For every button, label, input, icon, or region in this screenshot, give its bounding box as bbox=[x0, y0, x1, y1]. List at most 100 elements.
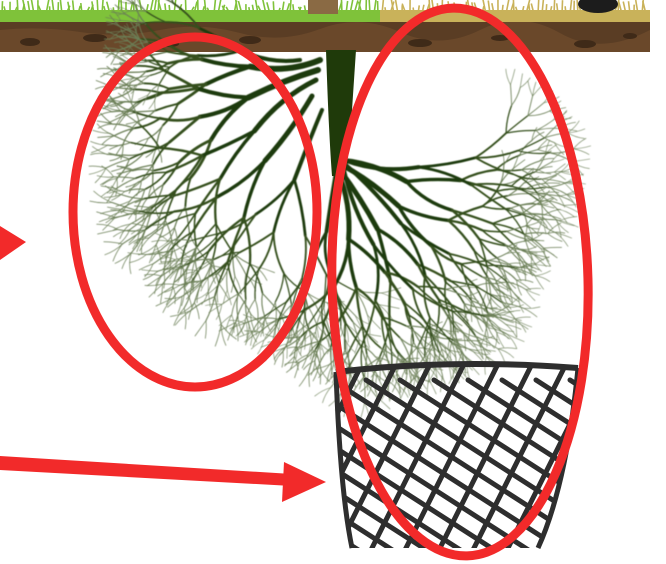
mesh-strand bbox=[60, 360, 160, 560]
root-branch bbox=[149, 100, 155, 109]
grass-blade bbox=[165, 3, 166, 14]
grass-blade bbox=[17, 0, 18, 14]
root-branch bbox=[494, 316, 513, 323]
root-branch bbox=[103, 105, 120, 110]
grass-blade bbox=[273, 1, 274, 14]
root-branch bbox=[299, 371, 309, 386]
root-branch bbox=[114, 128, 134, 136]
grass-blade bbox=[565, 6, 566, 14]
root-branch bbox=[554, 164, 565, 172]
root-branch bbox=[497, 191, 520, 205]
root-branch bbox=[538, 140, 547, 150]
root-branch bbox=[108, 143, 131, 146]
root-branch bbox=[516, 320, 526, 333]
root-branch bbox=[274, 232, 284, 273]
root-branch bbox=[152, 240, 169, 241]
root-branch bbox=[257, 318, 278, 319]
root-branch bbox=[149, 224, 168, 238]
root-branch bbox=[535, 265, 550, 267]
root-branch bbox=[360, 402, 364, 419]
root-branch bbox=[170, 311, 190, 317]
root-branch bbox=[476, 336, 493, 341]
root-branch bbox=[98, 112, 112, 116]
grass-blade bbox=[341, 0, 342, 14]
root-branch bbox=[574, 146, 591, 149]
root-branch bbox=[536, 220, 555, 233]
mesh-strand bbox=[502, 380, 666, 560]
root-branch bbox=[219, 214, 256, 233]
root-branch bbox=[126, 182, 138, 187]
grass-blade bbox=[577, 0, 578, 14]
root-branch bbox=[238, 318, 244, 335]
root-branch bbox=[205, 321, 206, 339]
root-branch bbox=[349, 239, 357, 288]
root-branch bbox=[89, 166, 106, 168]
grass-blade bbox=[290, 0, 291, 14]
grass-blade bbox=[562, 0, 563, 14]
root-branch bbox=[195, 321, 206, 336]
grass-blade bbox=[369, 0, 370, 14]
grass-blade bbox=[413, 8, 414, 14]
root-branch bbox=[274, 180, 295, 233]
grass-blade bbox=[538, 0, 539, 14]
root-branch bbox=[419, 158, 476, 167]
root-branch bbox=[574, 149, 590, 155]
mesh-strand bbox=[162, 360, 262, 560]
root-branch bbox=[498, 348, 517, 349]
root-branch bbox=[91, 145, 107, 152]
root-branch bbox=[275, 273, 284, 302]
root-branch bbox=[407, 179, 461, 181]
grass-blade bbox=[546, 4, 547, 14]
root-branch bbox=[373, 244, 378, 300]
root-branch bbox=[544, 247, 562, 248]
root-branch bbox=[419, 167, 471, 185]
root-branch bbox=[149, 284, 163, 297]
root-branch bbox=[197, 88, 248, 97]
root-branch bbox=[200, 98, 249, 117]
mesh-strand bbox=[570, 380, 666, 560]
root-branch bbox=[309, 371, 310, 386]
root-branch bbox=[130, 255, 147, 263]
grass-blade bbox=[249, 7, 250, 14]
root-branch bbox=[320, 370, 321, 385]
root-branch bbox=[528, 81, 533, 96]
root-branch bbox=[507, 297, 519, 307]
root-branch bbox=[202, 59, 251, 66]
root-branch bbox=[130, 143, 159, 148]
mesh-strand bbox=[604, 360, 666, 560]
root-branch bbox=[97, 68, 114, 70]
root-branch bbox=[524, 308, 537, 317]
root-branch bbox=[104, 242, 123, 244]
root-branch bbox=[98, 230, 118, 235]
root-branch bbox=[400, 338, 410, 358]
root-branch bbox=[511, 85, 512, 106]
grass-blade bbox=[97, 0, 98, 14]
root-branch bbox=[535, 271, 551, 276]
root-branch bbox=[506, 324, 521, 329]
root-branch bbox=[453, 311, 476, 336]
root-branch bbox=[227, 271, 228, 291]
root-branch bbox=[493, 224, 514, 245]
grass-blade bbox=[385, 7, 386, 14]
mesh-strand bbox=[128, 360, 228, 560]
root-branch bbox=[206, 67, 250, 85]
root-branch bbox=[518, 138, 545, 151]
root-branch bbox=[548, 234, 562, 242]
root-branch bbox=[155, 100, 156, 111]
root-branch bbox=[150, 0, 173, 3]
root-branch bbox=[262, 293, 265, 316]
bottom-arrow-shaft bbox=[0, 456, 292, 486]
bottom-pointer-arrow bbox=[0, 456, 326, 502]
root-branch bbox=[483, 277, 501, 282]
root-branch bbox=[498, 267, 516, 280]
root-branch bbox=[97, 224, 118, 229]
root-branch bbox=[476, 133, 507, 158]
root-branch bbox=[129, 148, 159, 159]
ground-strip bbox=[0, 0, 650, 52]
grass-blade bbox=[554, 0, 555, 14]
root-branch bbox=[476, 350, 495, 351]
grass-blade bbox=[502, 5, 503, 14]
root-branch bbox=[113, 224, 130, 230]
root-branch bbox=[229, 320, 245, 323]
